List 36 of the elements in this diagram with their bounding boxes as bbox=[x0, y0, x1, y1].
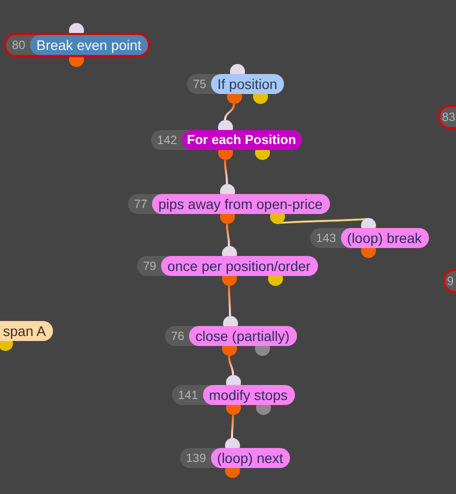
node-title: If position bbox=[211, 74, 284, 94]
node-number: 141 bbox=[177, 387, 200, 404]
node-title: modify stops bbox=[203, 385, 295, 405]
node-number: 77 bbox=[133, 196, 148, 213]
node-number: 9 bbox=[446, 273, 454, 290]
graph-node bbox=[180, 448, 290, 468]
node-number: 139 bbox=[185, 450, 208, 467]
node-title: (loop) next bbox=[211, 448, 290, 468]
node-number: 83 bbox=[441, 109, 456, 126]
node-title: span A bbox=[0, 321, 53, 341]
wire bbox=[228, 286, 231, 316]
graph-node bbox=[165, 326, 296, 346]
node-number: 143 bbox=[315, 230, 338, 247]
wire bbox=[224, 160, 228, 184]
graph-node bbox=[438, 105, 456, 129]
graph-node bbox=[310, 228, 429, 248]
node-title: pips away from open-price bbox=[152, 194, 330, 214]
node-title: close (partially) bbox=[189, 326, 296, 346]
graph-node bbox=[187, 74, 284, 94]
node-title: Break even point bbox=[30, 35, 148, 55]
node-number: 75 bbox=[192, 76, 208, 93]
wire bbox=[224, 104, 235, 120]
wire bbox=[228, 356, 234, 376]
wire bbox=[231, 415, 234, 438]
node-title: (loop) break bbox=[341, 228, 429, 248]
node-title: For each Position bbox=[182, 130, 302, 150]
node-title: once per position/order bbox=[161, 256, 318, 276]
node-number: 76 bbox=[170, 328, 186, 345]
node-number: 80 bbox=[11, 37, 26, 54]
graph-node bbox=[4, 33, 150, 57]
node-number: 79 bbox=[142, 258, 158, 275]
graph-node bbox=[172, 385, 295, 405]
wire bbox=[226, 224, 230, 246]
node-number: 142 bbox=[156, 132, 178, 149]
graph-node bbox=[151, 130, 302, 150]
graph-node bbox=[443, 269, 456, 293]
